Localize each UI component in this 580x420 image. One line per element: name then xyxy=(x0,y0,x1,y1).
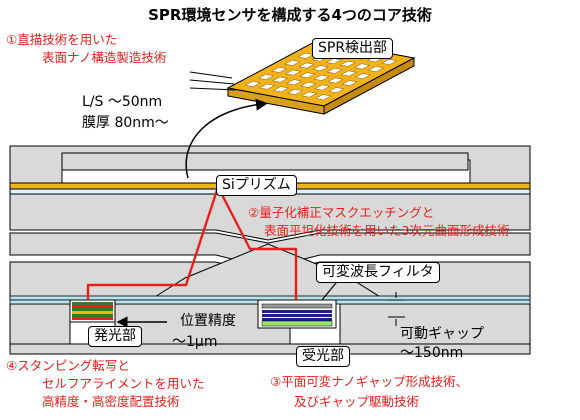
placement-line2: ～1μm xyxy=(172,334,218,350)
gap-line1: 可動ギャップ xyxy=(400,326,484,342)
emitter-label: 発光部 xyxy=(88,326,142,347)
tech4-line3: 高精度・高密度配置技術 xyxy=(42,394,180,409)
tech3-line2: 及びギャップ駆動技術 xyxy=(294,394,420,409)
placement-line1: 位置精度 xyxy=(180,313,236,329)
device-cross-section xyxy=(9,145,531,355)
thickness-label: 膜厚 80nm～ xyxy=(82,115,169,131)
grid-hole xyxy=(380,59,398,65)
grid-hole xyxy=(367,66,385,72)
grid-hole xyxy=(299,81,317,88)
gap-dimension xyxy=(388,292,405,326)
tech2-line2: 表面平坦化技術を用いた3次元曲面形成技術 xyxy=(264,223,510,238)
grid-hole xyxy=(353,63,371,70)
grid-hole xyxy=(325,58,343,65)
tech4-line2: セルフアライメントを用いた xyxy=(42,376,205,391)
filter-stack xyxy=(257,299,337,329)
grid-hole xyxy=(300,91,318,98)
grid-hole xyxy=(326,67,343,74)
filter-label: 可変波長フィルタ xyxy=(316,262,440,283)
spr-detector-label: SPR検出部 xyxy=(312,38,394,59)
grid-hole xyxy=(328,87,345,94)
grid-hole xyxy=(313,74,330,81)
substrate xyxy=(9,343,531,355)
grid-hole xyxy=(271,76,289,83)
ls-leader-lines xyxy=(189,71,237,91)
grid-hole xyxy=(314,94,332,101)
grid-hole xyxy=(286,88,304,95)
grid-hole xyxy=(327,77,344,84)
tech4-line1: ④スタンピング転写と xyxy=(6,358,130,373)
figure-title: SPR環境センサを構成する4つのコア技術 xyxy=(148,6,432,24)
grid-hole xyxy=(284,59,301,66)
tech3-line1: ③平面可変ナノギャップ形成技術、 xyxy=(270,374,469,389)
grid-hole xyxy=(354,73,372,80)
grid-hole xyxy=(299,72,316,79)
grid-hole xyxy=(339,60,357,67)
grid-hole xyxy=(258,83,276,90)
tech1-line1: ①直描技術を用いた xyxy=(6,32,118,47)
grid-hole xyxy=(244,81,262,87)
bottom-block-right xyxy=(339,303,531,345)
grid-hole xyxy=(298,62,315,69)
detector-arrow xyxy=(185,98,268,179)
grid-hole xyxy=(314,84,331,91)
grid-hole xyxy=(340,70,357,77)
tech2-line1: ②量子化補正マスクエッチングと xyxy=(248,205,435,220)
ls-label: L/S ～50nm xyxy=(82,94,163,110)
grid-hole xyxy=(285,69,302,76)
top-inner-block xyxy=(61,152,469,171)
grid-hole xyxy=(312,65,329,72)
receiver-label: 受光部 xyxy=(296,346,350,367)
tech1-line2: 表面ナノ構造製造技術 xyxy=(42,50,167,65)
gap-line2: ～150nm xyxy=(400,345,464,361)
grid-hole xyxy=(257,74,275,80)
prism-body xyxy=(9,193,531,241)
grid-hole xyxy=(341,80,358,87)
bottom-block-left xyxy=(9,303,71,345)
grid-hole xyxy=(270,66,288,73)
emitter-stack xyxy=(69,299,116,323)
prism-label: Siプリズム xyxy=(216,175,297,196)
grid-hole xyxy=(285,79,303,86)
grid-hole xyxy=(272,86,290,93)
